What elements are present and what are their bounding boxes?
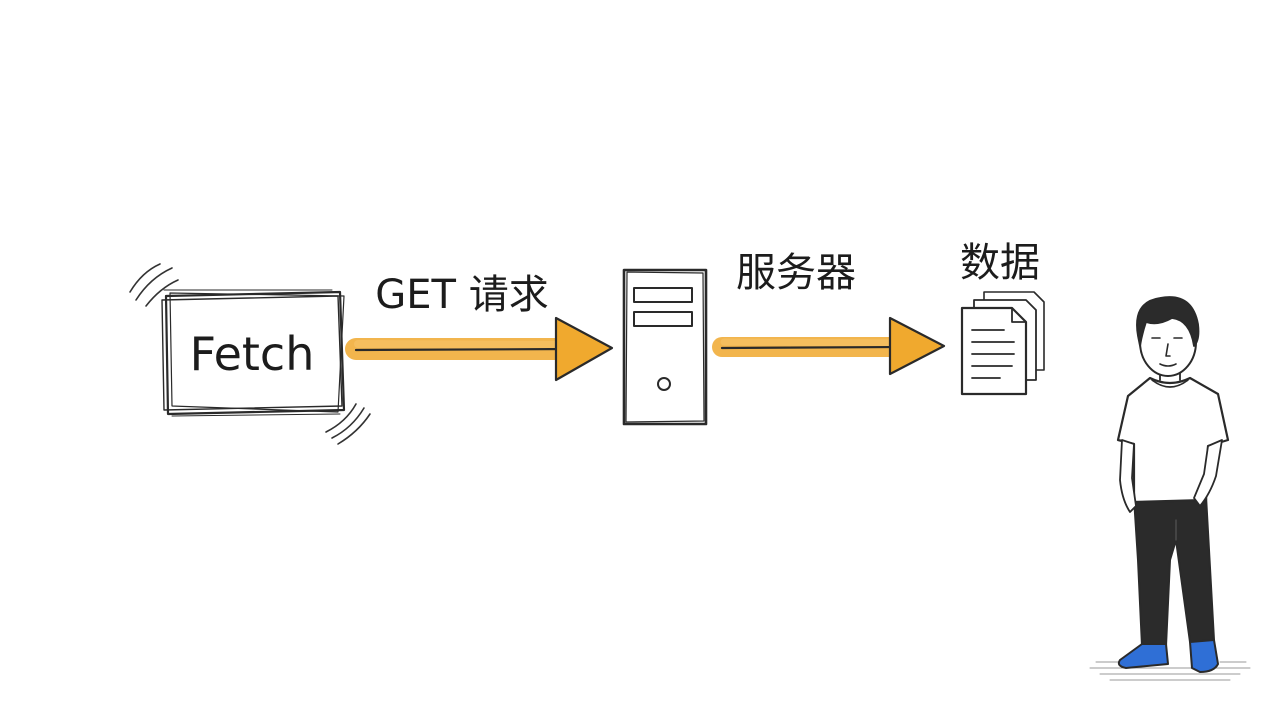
facial-features <box>1151 337 1183 367</box>
motion-lines-bottom-right <box>325 403 371 445</box>
left-shoe-icon <box>1117 643 1169 669</box>
person-illustration <box>1089 296 1251 681</box>
server-icon <box>622 268 708 426</box>
data-label: 数据 <box>960 240 1040 286</box>
ground-shadow <box>1089 661 1251 681</box>
left-arm <box>1119 439 1137 513</box>
documents-icon: 数据 <box>960 240 1045 396</box>
response-arrow-head <box>888 316 946 376</box>
request-arrow-shaft <box>345 338 583 360</box>
request-arrow-label: GET 请求 <box>375 272 548 318</box>
response-arrow-shaft <box>712 337 916 357</box>
trousers <box>1133 495 1215 647</box>
request-arrow-head <box>554 316 614 382</box>
right-shoe-icon <box>1189 639 1219 673</box>
server-label: 服务器 <box>736 250 856 296</box>
document-text-lines <box>971 329 1015 379</box>
motion-lines-top-left <box>129 263 179 307</box>
fetch-box-frame <box>161 289 346 417</box>
request-arrow: GET 请求 <box>345 272 614 382</box>
right-arm <box>1193 439 1223 507</box>
hair <box>1136 296 1200 347</box>
fetch-box: Fetch <box>129 263 371 445</box>
response-arrow: 服务器 <box>712 250 946 376</box>
fetch-box-label: Fetch <box>190 327 315 381</box>
